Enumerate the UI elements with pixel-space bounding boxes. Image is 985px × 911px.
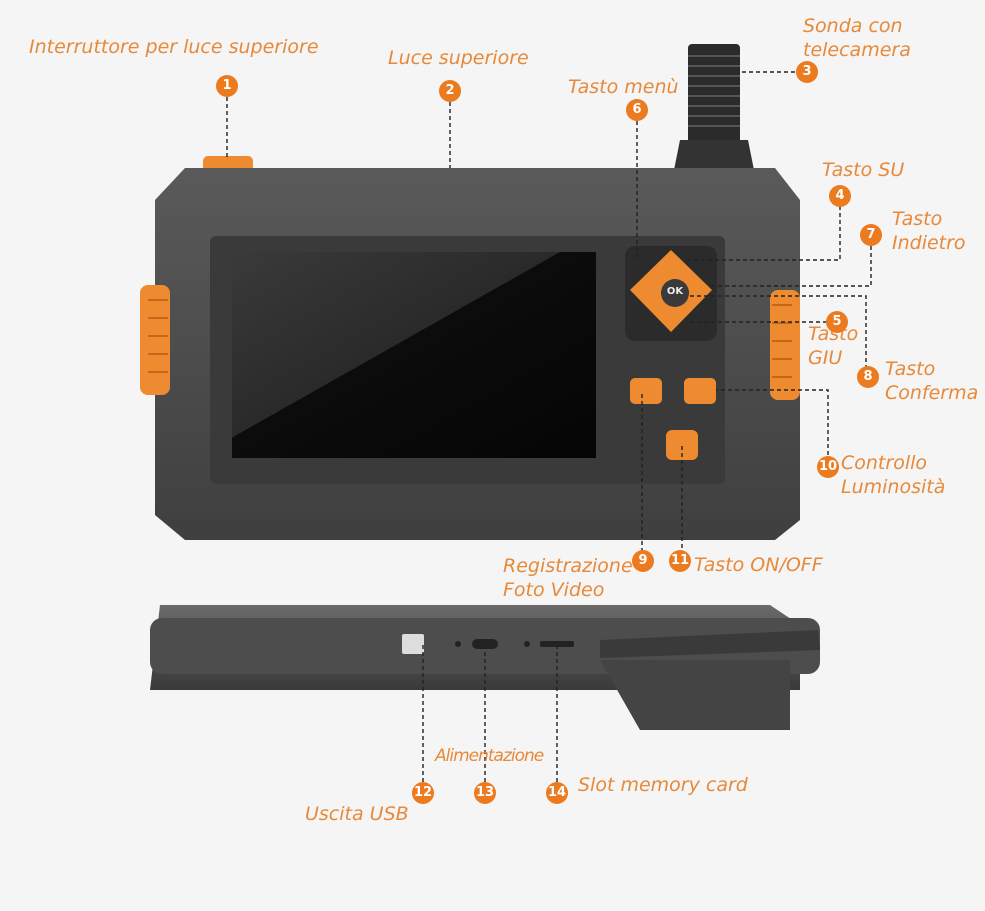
device-side-view — [150, 605, 820, 730]
badge-13: 13 — [474, 782, 496, 804]
badge-6: 6 — [626, 99, 648, 121]
badge-9: 9 — [632, 550, 654, 572]
left-grip — [140, 285, 170, 395]
usb-port — [402, 634, 424, 654]
camera-probe — [672, 44, 756, 180]
label-usb-output: Uscita USB — [305, 803, 409, 825]
badge-12: 12 — [412, 782, 434, 804]
power-button — [666, 430, 698, 460]
badge-4: 4 — [829, 185, 851, 207]
label-power-input: Alimentazione — [435, 746, 544, 766]
device-front-body — [140, 168, 800, 540]
label-memory-slot: Slot memory card — [578, 774, 748, 796]
badge-10: 10 — [817, 456, 839, 478]
label-back-button: Tasto Indietro — [892, 208, 966, 254]
record-button — [630, 378, 662, 404]
badge-2: 2 — [439, 80, 461, 102]
ok-button-label: OK — [666, 286, 684, 297]
power-port — [472, 639, 498, 649]
memory-card-slot — [540, 641, 574, 647]
label-power: Tasto ON/OFF — [694, 554, 823, 576]
badge-1: 1 — [216, 75, 238, 97]
screen — [232, 252, 596, 458]
dpad — [625, 246, 717, 341]
right-grip — [770, 290, 800, 400]
badge-14: 14 — [546, 782, 568, 804]
label-top-light-switch: Interruttore per luce superiore — [29, 36, 319, 58]
badge-3: 3 — [796, 61, 818, 83]
label-menu-button: Tasto menù — [568, 76, 679, 98]
label-confirm-button: Tasto Conferma — [885, 358, 979, 404]
label-top-light: Luce superiore — [388, 47, 529, 69]
label-up-button: Tasto SU — [822, 159, 905, 181]
badge-5: 5 — [826, 311, 848, 333]
label-camera-probe: Sonda con telecamera — [803, 15, 911, 61]
badge-7: 7 — [860, 224, 882, 246]
leader-lines — [226, 71, 872, 782]
brightness-button — [684, 378, 716, 404]
badge-8: 8 — [857, 366, 879, 388]
label-record: Registrazione Foto Video — [503, 555, 633, 601]
label-brightness: Controllo Luminosità — [841, 452, 946, 498]
badge-11: 11 — [669, 550, 691, 572]
